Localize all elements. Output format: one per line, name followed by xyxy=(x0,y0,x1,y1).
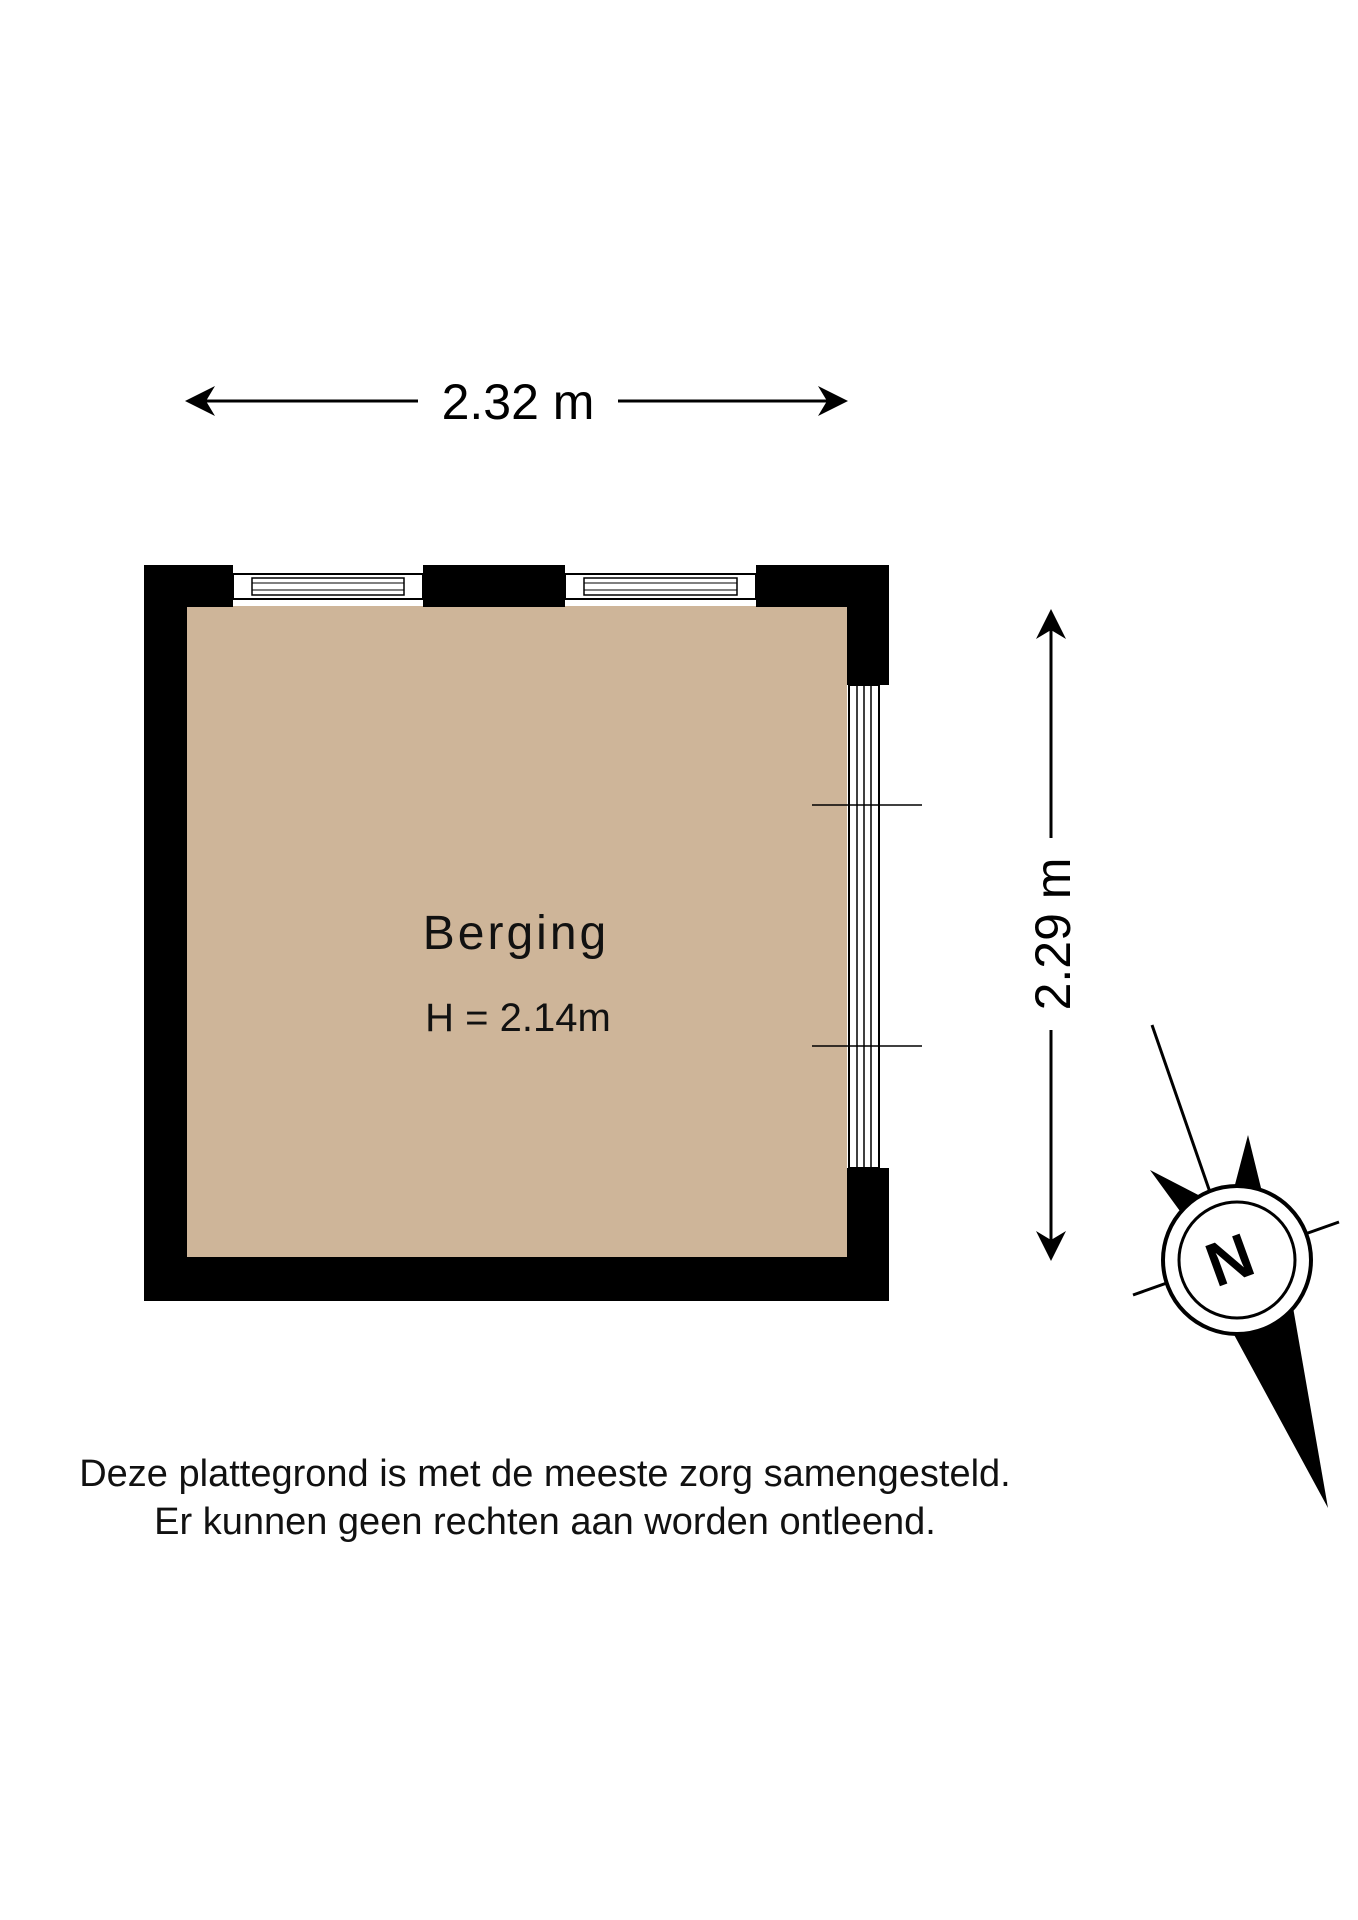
wall-right-top xyxy=(847,565,889,685)
width-label: 2.32 m xyxy=(442,374,595,430)
door-right xyxy=(812,684,922,1169)
wall-right-bottom xyxy=(847,1168,889,1301)
width-dimension: 2.32 m xyxy=(185,374,848,430)
window-top-right xyxy=(564,573,757,600)
window-top-left xyxy=(232,573,424,600)
room-floor xyxy=(186,606,847,1257)
disclaimer-line-1: Deze plattegrond is met de meeste zorg s… xyxy=(79,1453,1011,1495)
wall-bottom xyxy=(144,1257,889,1301)
disclaimer: Deze plattegrond is met de meeste zorg s… xyxy=(0,1450,1090,1546)
depth-label: 2.29 m xyxy=(1025,858,1081,1011)
compass-south-pointer xyxy=(1225,1290,1328,1508)
room-height: H = 2.14m xyxy=(425,996,611,1040)
compass-north-line xyxy=(1150,1024,1214,1199)
wall-left xyxy=(144,565,187,1301)
wall-top-middle xyxy=(423,565,565,607)
compass-wing-right xyxy=(1232,1135,1262,1196)
depth-dimension: 2.29 m xyxy=(1025,609,1081,1261)
room-berging: Berging H = 2.14m xyxy=(144,565,922,1301)
compass-rose: N xyxy=(1132,1024,1340,1508)
compass-inner-ring xyxy=(1177,1200,1297,1320)
room-name: Berging xyxy=(423,907,609,960)
wall-top-left xyxy=(144,565,233,607)
disclaimer-line-2: Er kunnen geen rechten aan worden ontlee… xyxy=(154,1501,936,1543)
